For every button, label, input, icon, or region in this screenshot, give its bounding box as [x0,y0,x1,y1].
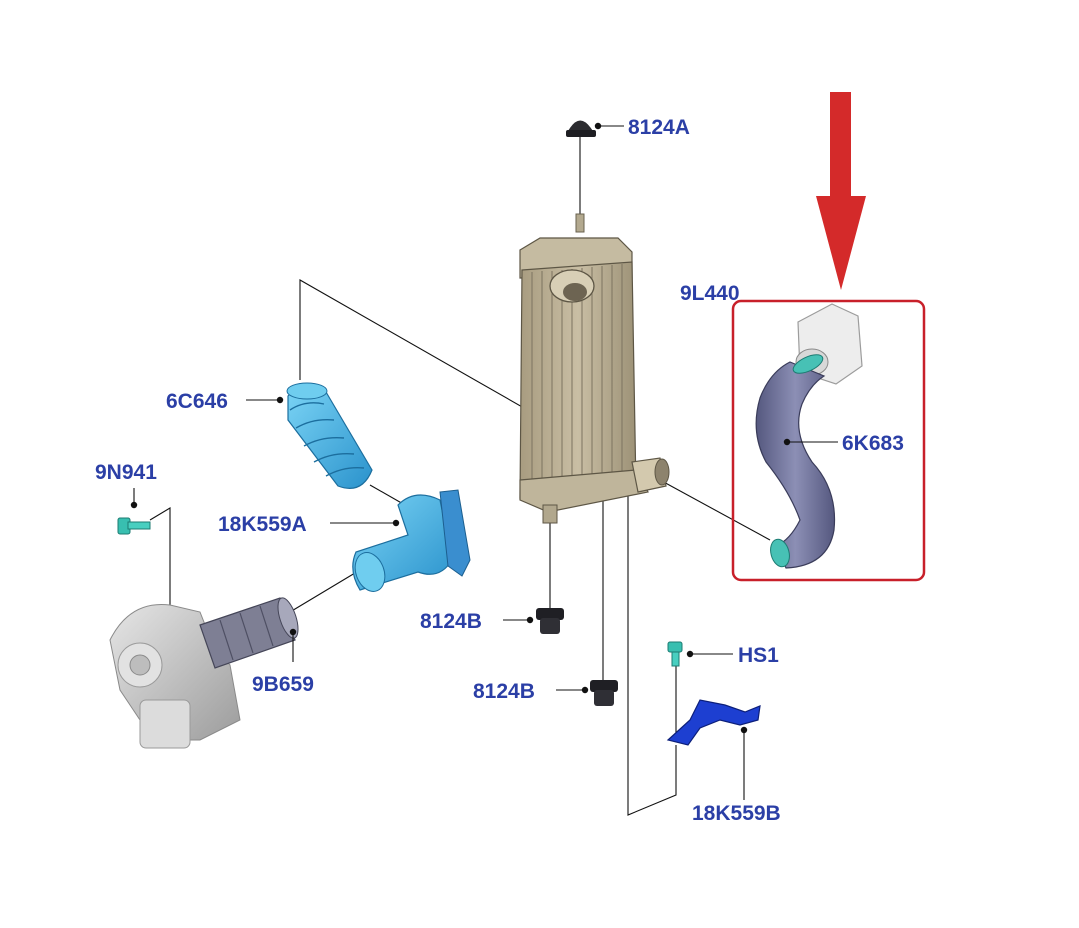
grommet-8124B-upper [503,608,564,634]
label-6K683: 6K683 [842,432,904,455]
label-9N941: 9N941 [95,461,157,484]
hose-6K683 [755,303,863,569]
label-9B659: 9B659 [252,673,314,696]
label-8124B-lower: 8124B [473,680,535,703]
down-arrow-icon [816,92,866,290]
label-9L440: 9L440 [680,282,740,305]
label-18K559B: 18K559B [692,802,781,825]
grommet-8124A [566,120,624,137]
pipe-9B659 [199,597,299,669]
label-8124B-upper: 8124B [420,610,482,633]
grommet-8124B-lower [556,680,618,706]
leader-lines [149,135,771,816]
hose-6C646 [246,382,373,489]
label-6C646: 6C646 [166,390,228,413]
label-HS1: HS1 [738,644,779,667]
screw-HS1 [667,641,733,667]
label-8124A: 8124A [628,116,690,139]
highlight-box [731,299,926,582]
label-18K559A: 18K559A [218,513,307,536]
bracket-18K559B [666,699,761,800]
intercooler [519,213,670,524]
bolt-9N941 [117,488,151,535]
hose-18K559A [330,489,471,592]
